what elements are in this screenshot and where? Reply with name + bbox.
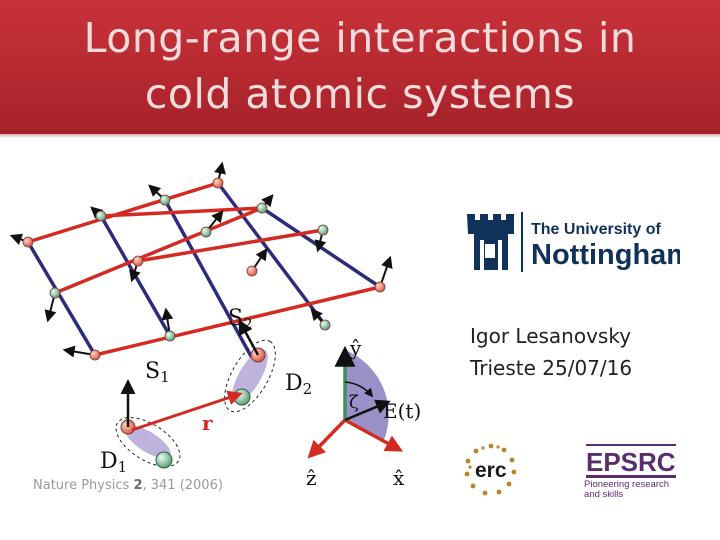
erc-ring-icon bbox=[464, 443, 517, 496]
label-x-axis: x̂ bbox=[393, 466, 405, 490]
label-y-axis: ŷ bbox=[349, 336, 362, 360]
spin-s2-arrow bbox=[238, 319, 260, 356]
epsrc-tagline-2: and skills bbox=[584, 489, 623, 500]
erc-text: erc bbox=[475, 459, 507, 482]
slide-title-line-1: Long-range interactions in bbox=[83, 14, 637, 62]
label-d2: D2 bbox=[285, 371, 312, 398]
red-bonds bbox=[27, 181, 381, 357]
university-logo: The University of Nottingham bbox=[465, 208, 692, 276]
label-d1: D1 bbox=[100, 449, 127, 476]
erc-logo: erc bbox=[455, 440, 527, 498]
slide-title-line-2: cold atomic systems bbox=[144, 70, 576, 118]
epsrc-tagline-1: Pioneering research bbox=[584, 479, 669, 490]
castle-crest-icon bbox=[467, 214, 514, 270]
label-zeta: ζ bbox=[349, 392, 359, 413]
dipole-d2 bbox=[224, 339, 276, 413]
figure-caption: Nature Physics 2, 341 (2006) bbox=[33, 478, 223, 493]
label-s2: S2 bbox=[228, 306, 253, 333]
separation-vector bbox=[131, 390, 243, 432]
presenter-place-date: Trieste 25/07/16 bbox=[470, 356, 633, 380]
label-z-axis: ẑ bbox=[306, 466, 317, 490]
coordinate-frame bbox=[307, 345, 404, 459]
label-s1: S1 bbox=[145, 359, 170, 386]
university-line-2: Nottingham bbox=[531, 239, 680, 271]
university-line-1: The University of bbox=[531, 221, 661, 238]
slide-title: Long-range interactions in cold atomic s… bbox=[0, 10, 720, 122]
label-field: E(t) bbox=[383, 399, 421, 423]
spin-arrows bbox=[9, 161, 393, 358]
presenter-name: Igor Lesanovsky bbox=[470, 324, 632, 348]
epsrc-text: EPSRC bbox=[586, 447, 676, 477]
presenter-info: Igor Lesanovsky Trieste 25/07/16 bbox=[470, 320, 632, 384]
epsrc-logo: EPSRC Pioneering research and skills bbox=[582, 442, 682, 500]
lattice-atoms bbox=[22, 177, 386, 361]
lattice-figure: S2 S1 D2 D1 r ŷ ζ E(t) ẑ x̂ bbox=[0, 150, 450, 510]
title-band bbox=[0, 0, 720, 138]
label-r: r bbox=[202, 411, 213, 435]
